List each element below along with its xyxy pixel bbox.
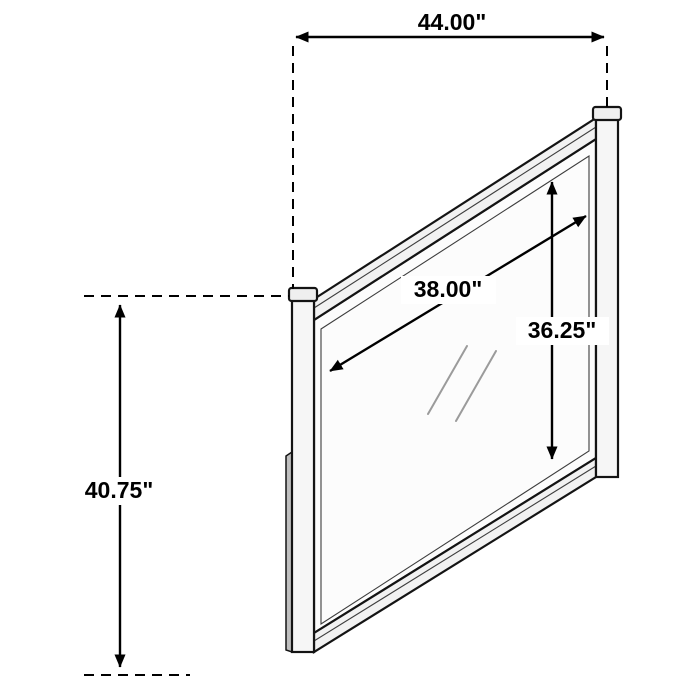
glass-width-label-background: [401, 276, 496, 304]
mirror: [285, 105, 623, 654]
glass-height-dimension: 36.25": [516, 181, 609, 460]
glass-width-label: 38.00": [414, 276, 482, 302]
mirror-right-post: [594, 116, 620, 479]
overall-height-dimension: 40.75": [70, 295, 289, 676]
overall-width-label: 44.00": [418, 9, 486, 35]
mirror-left-post: [290, 297, 316, 654]
overall-height-label-background: [70, 477, 168, 505]
glass-width-dimension: 38.00": [329, 214, 587, 373]
mirror-bottom-rail-detail-line: [313, 465, 597, 642]
overall-height-label: 40.75": [85, 477, 153, 503]
glass-height-label: 36.25": [528, 317, 596, 343]
overall-width-dimension: 44.00": [292, 9, 608, 289]
mirror-left-post-cap: [287, 286, 319, 303]
glass-height-label-background: [516, 317, 609, 345]
mirror-right-post-cap: [591, 105, 623, 122]
mirror-glass-inner-border: [320, 154, 590, 626]
